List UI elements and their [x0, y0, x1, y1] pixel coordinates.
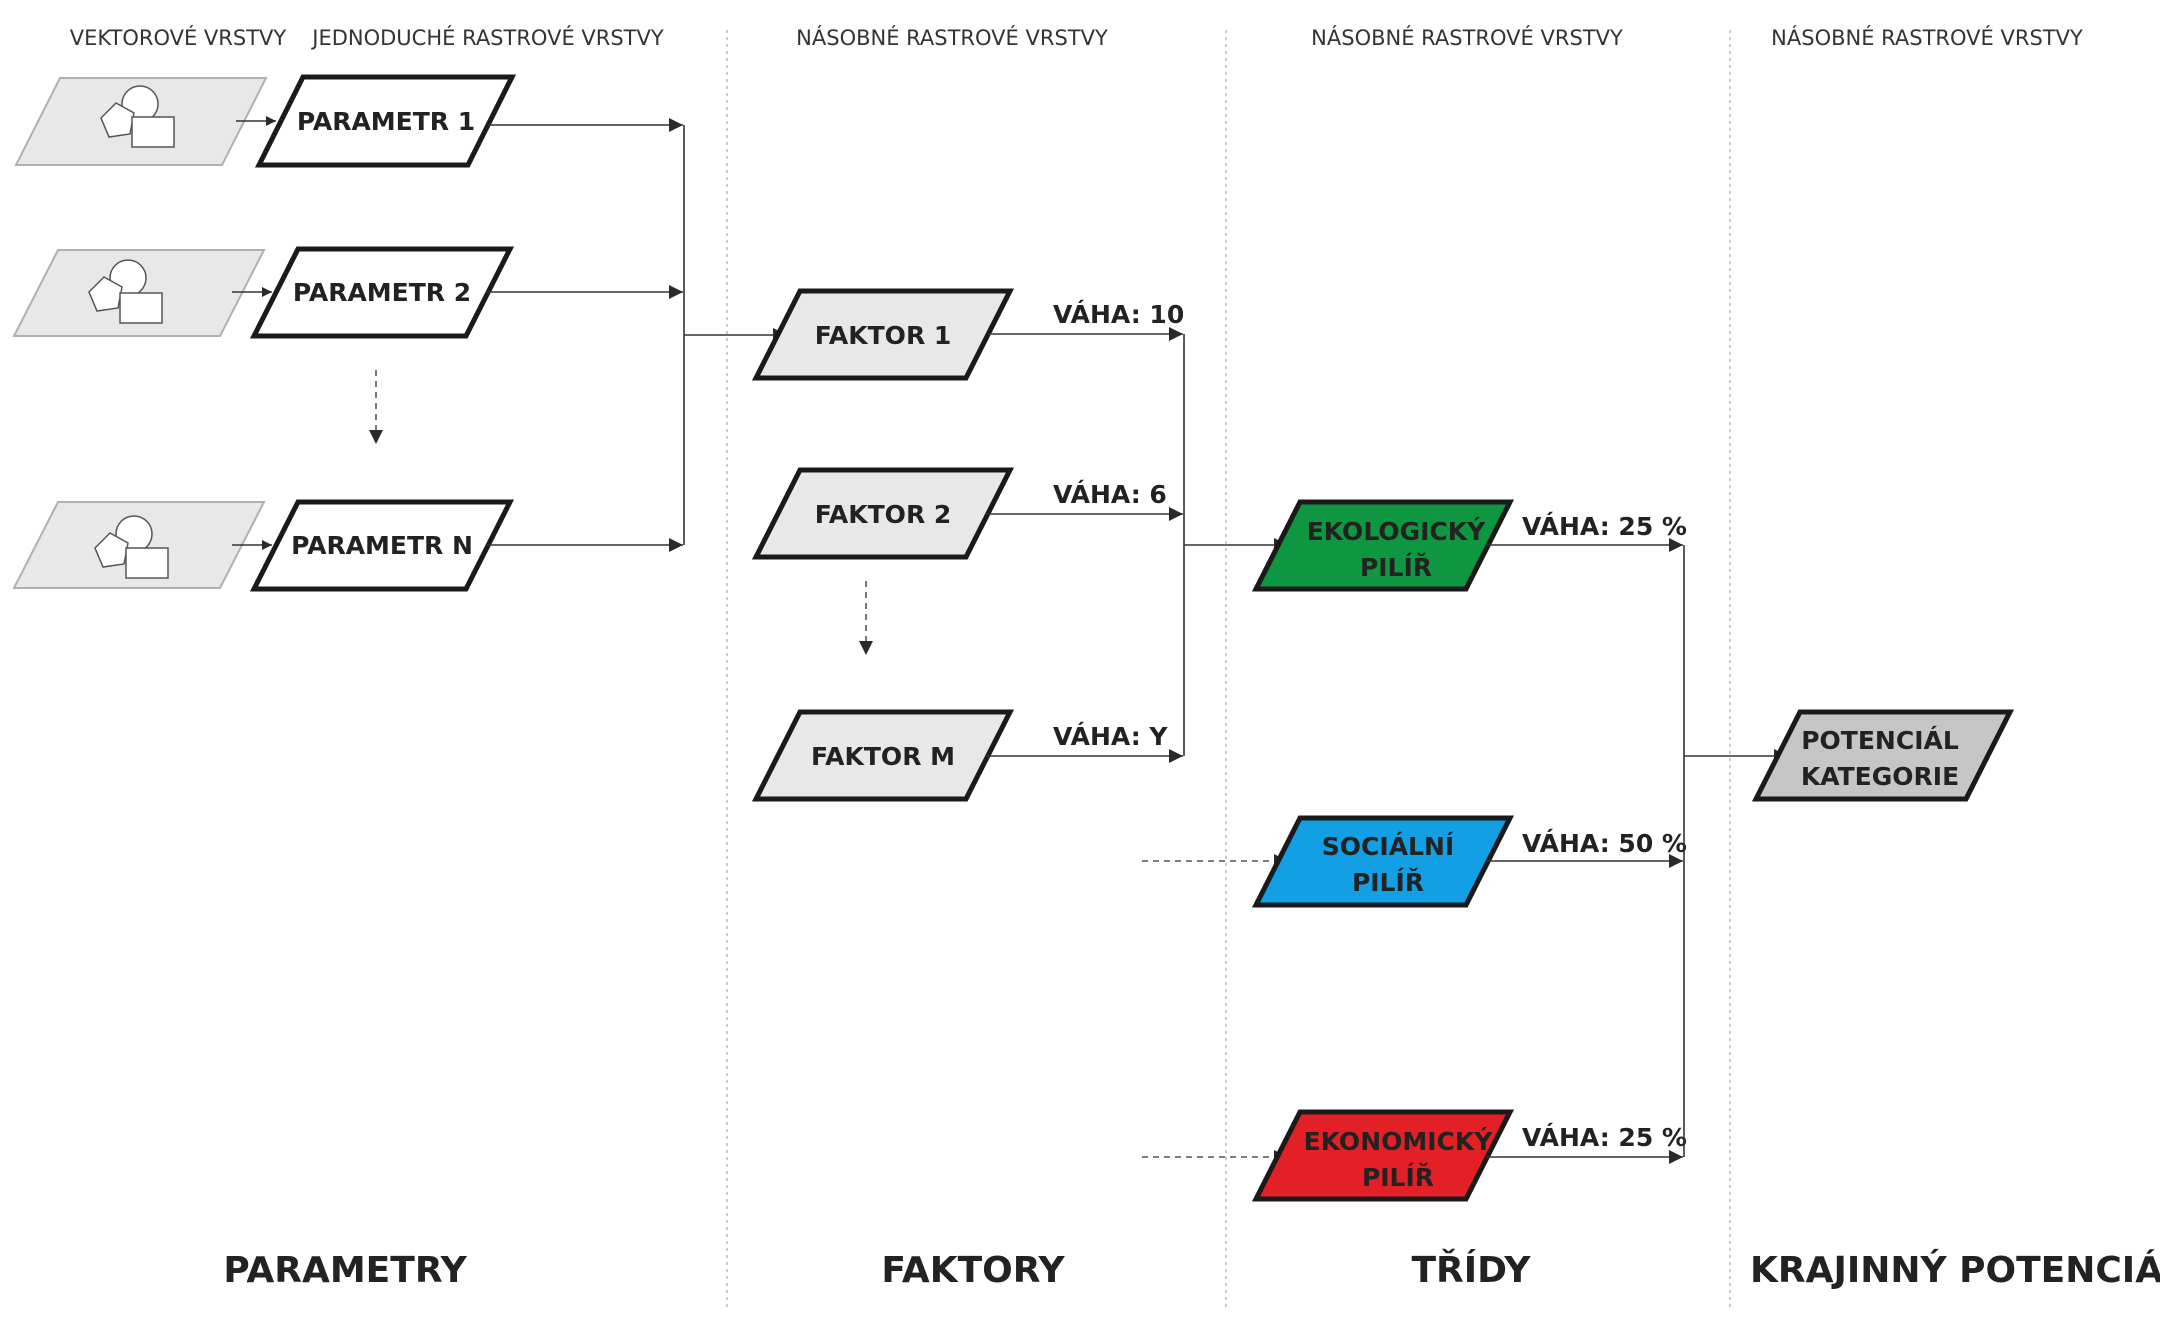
vector-layer-1 [14, 77, 268, 166]
factor-2: FAKTOR 2 [751, 467, 1015, 560]
svg-text:SOCIÁLNÍ: SOCIÁLNÍ [1322, 832, 1454, 861]
svg-text:EKONOMICKÝ: EKONOMICKÝ [1304, 1126, 1494, 1156]
class-social-pillar: SOCIÁLNÍ PILÍŘ [1251, 815, 1515, 908]
class-ecological-pillar: EKOLOGICKÝ PILÍŘ [1251, 499, 1515, 592]
svg-text:PILÍŘ: PILÍŘ [1360, 553, 1432, 582]
factor-m: FAKTOR M [751, 709, 1015, 802]
section-title-classes: TŘÍDY [1411, 1249, 1531, 1291]
svg-text:PARAMETR N: PARAMETR N [291, 531, 473, 560]
header-simple-raster-layers: JEDNODUCHÉ RASTROVÉ VRSTVY [310, 25, 664, 50]
svg-text:KATEGORIE: KATEGORIE [1801, 762, 1959, 791]
parameter-2: PARAMETR 2 [249, 246, 515, 339]
svg-text:POTENCIÁL: POTENCIÁL [1801, 726, 1959, 755]
svg-text:PILÍŘ: PILÍŘ [1352, 868, 1424, 897]
class-weight-ecological: VÁHA: 25 % [1522, 512, 1687, 541]
class-economic-pillar: EKONOMICKÝ PILÍŘ [1251, 1109, 1515, 1202]
factor-1: FAKTOR 1 [751, 288, 1015, 381]
svg-text:EKOLOGICKÝ: EKOLOGICKÝ [1307, 516, 1486, 546]
section-title-parameters: PARAMETRY [223, 1250, 467, 1291]
result-potential-category: POTENCIÁL KATEGORIE [1751, 709, 2015, 802]
factor-weight-m: VÁHA: Y [1053, 722, 1168, 751]
header-multi-raster-layers: NÁSOBNÉ RASTROVÉ VRSTVY [1311, 25, 1623, 50]
vector-layer-n [12, 501, 266, 589]
svg-text:FAKTOR M: FAKTOR M [811, 742, 955, 771]
svg-text:PARAMETR 1: PARAMETR 1 [297, 107, 475, 136]
class-weight-social: VÁHA: 50 % [1522, 829, 1687, 858]
factor-weight-1: VÁHA: 10 [1053, 300, 1184, 329]
svg-text:FAKTOR 1: FAKTOR 1 [815, 321, 952, 350]
vector-layer-2 [12, 249, 266, 337]
svg-text:PARAMETR 2: PARAMETR 2 [293, 278, 471, 307]
svg-text:FAKTOR 2: FAKTOR 2 [815, 500, 952, 529]
section-title-landscape-potential: KRAJINNÝ POTENCIÁL [1750, 1248, 2160, 1291]
header-multi-raster-layers: NÁSOBNÉ RASTROVÉ VRSTVY [796, 25, 1108, 50]
parameter-n: PARAMETR N [249, 499, 515, 592]
header-multi-raster-layers: NÁSOBNÉ RASTROVÉ VRSTVY [1771, 25, 2083, 50]
parameter-1: PARAMETR 1 [254, 74, 517, 168]
factor-weight-2: VÁHA: 6 [1053, 480, 1167, 509]
svg-text:PILÍŘ: PILÍŘ [1362, 1163, 1434, 1192]
header-vector-layers: VEKTOROVÉ VRSTVY [70, 25, 287, 50]
class-weight-economic: VÁHA: 25 % [1522, 1123, 1687, 1152]
section-title-factors: FAKTORY [881, 1250, 1065, 1291]
